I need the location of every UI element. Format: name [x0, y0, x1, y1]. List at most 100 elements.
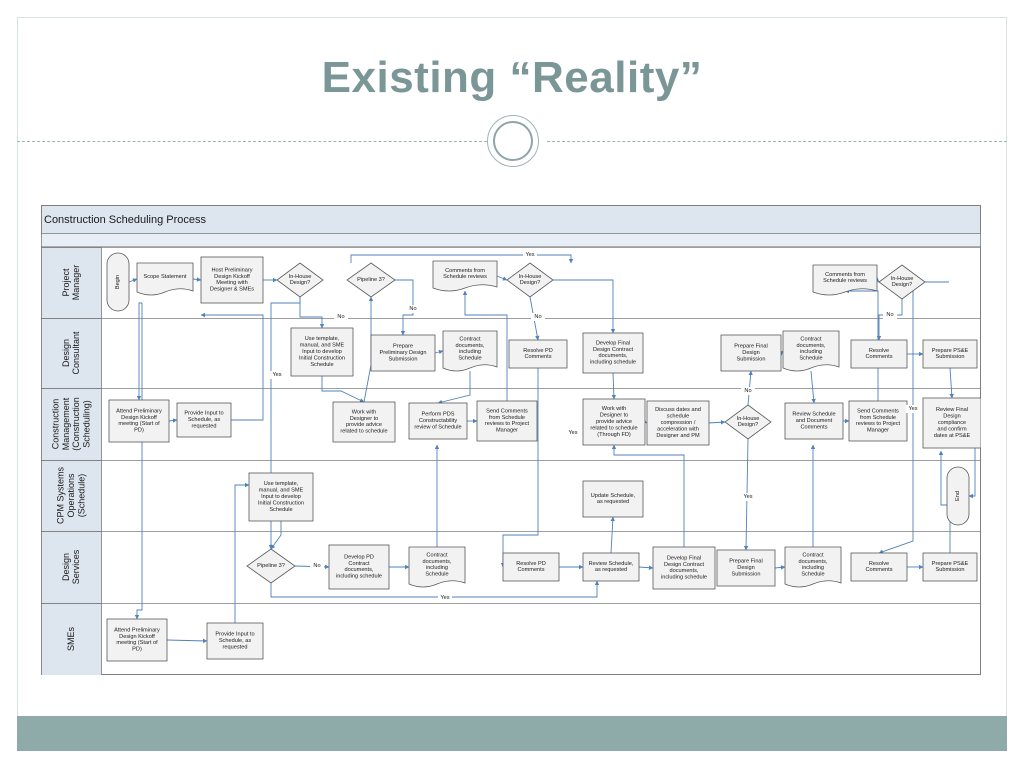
terminal-shape [946, 466, 970, 526]
node-text-line: Schedule [425, 572, 448, 578]
lane-label-sme: SMEs [66, 627, 76, 652]
node-text-line: Submission [936, 567, 965, 573]
lane-label-cell-ds [41, 531, 102, 604]
edge-label-bg [883, 311, 897, 319]
node-text-line: Schedule [799, 356, 822, 362]
edge-pipeline1-no [395, 279, 414, 336]
node-text-line: Design [737, 565, 754, 571]
node-text-line: Provide Input to [215, 632, 254, 638]
node-text-line: Schedule reviews [823, 278, 867, 284]
lane-label-ds-line: Design [61, 553, 71, 581]
node-text-line: Scope Statement [144, 274, 187, 280]
process-box [720, 334, 782, 372]
node-text-line: Design [742, 350, 759, 356]
lane-label-cm-line: Construction [50, 399, 60, 450]
edge-label-bg [270, 371, 284, 379]
edge-dspipeline-yes [270, 580, 600, 598]
edge-contract-pds [437, 371, 471, 405]
node-text: Scope Statement [144, 274, 187, 280]
node-text-line: documents, [599, 353, 628, 359]
edge-label-bg [310, 562, 324, 570]
node-text-line: Design Kickoff [121, 415, 157, 421]
edge-pse-final [949, 367, 954, 399]
node-text-line: Review Schedule, [589, 561, 634, 567]
node-text-line: Comments from [825, 272, 865, 278]
lane-label-dc-line: Design [61, 339, 71, 367]
node-text-line: Input to develop [261, 494, 301, 500]
diagram-header-title: Construction Scheduling Process [44, 214, 207, 226]
lane-label-cpm-line: CPM Systems [56, 467, 66, 525]
node-text-line: Work with [352, 409, 376, 415]
lane-label-pm-line: Project [61, 268, 71, 297]
document-shape [408, 546, 466, 588]
node-text-line: Manager [496, 428, 518, 434]
edge-kickoff-sme [134, 303, 143, 620]
node-text-line: End [955, 491, 961, 501]
node-text-line: Constructability [419, 418, 457, 424]
process-box [200, 256, 264, 304]
lane-label-cell-cm [41, 388, 102, 461]
edge-label-bg [523, 251, 537, 259]
node-text-line: and confirm [937, 426, 967, 432]
process-box [922, 339, 978, 369]
lane-label-cpm-line: Operations [66, 473, 76, 518]
process-box [370, 334, 436, 372]
node-text-line: Attend Preliminary [116, 408, 162, 414]
edge-label-yes_inhouse2: Yes [568, 430, 577, 436]
process-box [582, 480, 644, 518]
lane-label-ds-line: Services [71, 549, 81, 584]
node-text-line: and Document [796, 418, 833, 424]
node-text-line: Resolve [869, 348, 889, 354]
node-text-line: Contract [426, 552, 448, 558]
process-box [508, 339, 568, 369]
node-text-line: related to schedule [340, 429, 387, 435]
decision-diamond [506, 262, 554, 298]
node-pipeline1: Pipeline 3? [346, 262, 396, 298]
process-box [408, 402, 468, 440]
node-text-line: Comments [800, 424, 827, 430]
edge-cmattend-input [168, 418, 178, 423]
edge-label-yes_inhouse1: Yes [272, 372, 281, 378]
edge-label-no_ds_pipeline: No [313, 563, 320, 569]
document-shape [782, 330, 840, 372]
edge-dctemplate-work1 [321, 376, 365, 403]
node-text-line: acceleration with [657, 426, 699, 432]
edge-scope-kickoff [192, 277, 202, 282]
footer-bar [17, 716, 1007, 751]
node-text-line: schedule [667, 414, 689, 420]
node-text: Begin [115, 275, 121, 289]
node-text-line: as requested [597, 499, 629, 505]
edge-begin-scope [128, 278, 138, 283]
node-text-line: Initial Construction [299, 355, 345, 361]
node-text-line: Prepare PS&E [932, 348, 969, 354]
edge-review-update [610, 516, 616, 554]
node-text-line: Submission [389, 356, 418, 362]
process-box [582, 398, 646, 446]
edge-label-bg [406, 305, 420, 313]
node-text-line: dates at PS&E [934, 433, 971, 439]
node-text-line: Schedule [458, 356, 481, 362]
edge-label-bg [566, 429, 580, 437]
